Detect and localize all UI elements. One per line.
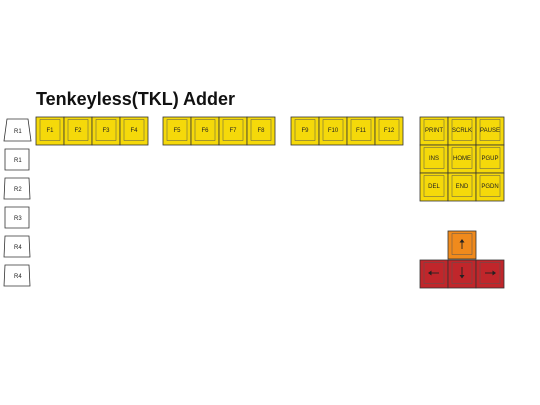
row-label: R4 [14,274,22,280]
keycap-legend: F9 [301,128,309,134]
row-label: R3 [14,216,22,222]
down-arrow-icon [459,267,465,279]
row-profile-r2: R2 [3,177,31,200]
keycap-legend: F3 [102,128,110,134]
keycap-legend: PGUP [481,156,498,162]
keycap-f6: F6 [190,116,220,146]
keycap-f9: F9 [290,116,320,146]
row-profile-column: R1 R1 R2 R3 R4 R4 [3,118,32,287]
keycap-legend: F8 [257,128,265,134]
keycap-f10: F10 [318,116,348,146]
keycap-legend: F4 [130,128,138,134]
page-title: Tenkeyless(TKL) Adder [36,89,236,109]
keycap-legend: F11 [356,128,367,134]
keycap-legend: F2 [74,128,82,134]
keycap-ins: INS [419,144,449,174]
keycap-f3: F3 [91,116,121,146]
keycap-f1: F1 [35,116,65,146]
keycap-legend: F6 [201,128,209,134]
keycap-legend: HOME [453,156,471,162]
keycap-left [419,259,449,289]
right-arrow-icon [485,270,496,276]
keycap-pgup: PGUP [475,144,505,174]
keycap-legend: F7 [229,128,237,134]
keycap-end: END [447,172,477,202]
row-profile-r3: R3 [4,206,30,229]
row-profile-r1: R1 [3,118,32,142]
keycap-legend: DEL [428,184,440,190]
nav-cluster: PRINT SCRLK PAUSE INS HOME PGUP [419,116,505,202]
keycap-legend: F10 [328,128,339,134]
keycap-f12: F12 [374,116,404,146]
keycap-scrlk: SCRLK [447,116,477,146]
keycap-f5: F5 [162,116,192,146]
row-profile-r4: R4 [3,264,31,287]
keycap-legend: END [456,184,469,190]
row-profile-r1: R1 [4,148,30,171]
keycap-home: HOME [447,144,477,174]
keycap-pgdn: PGDN [475,172,505,202]
row-label: R1 [14,129,22,135]
keycap-legend: SCRLK [452,128,472,134]
keycap-legend: PRINT [425,128,443,134]
keycap-f4: F4 [119,116,149,146]
keycap-print: PRINT [419,116,449,146]
keycap-legend: F12 [384,128,395,134]
keycap-pause: PAUSE [475,116,505,146]
keycap-right [475,259,505,289]
row-label: R4 [14,245,22,251]
keycap-f11: F11 [346,116,376,146]
keycap-f2: F2 [63,116,93,146]
function-row: F1 F2 F3 F4 F5 F6 F [35,116,404,146]
keycap-legend: PAUSE [480,128,500,134]
keycap-legend: F1 [46,128,54,134]
up-arrow-icon [459,239,465,249]
keycap-up [447,230,477,260]
row-label: R1 [14,158,22,164]
arrow-cluster [419,230,505,289]
keycap-f8: F8 [246,116,276,146]
keycap-del: DEL [419,172,449,202]
keycap-legend: F5 [173,128,181,134]
left-arrow-icon [428,270,439,276]
keycap-legend: PGDN [481,184,498,190]
row-label: R2 [14,187,22,193]
keycap-down [447,259,477,289]
keycap-f7: F7 [218,116,248,146]
row-profile-r4: R4 [3,235,31,258]
keycap-legend: INS [429,156,439,162]
